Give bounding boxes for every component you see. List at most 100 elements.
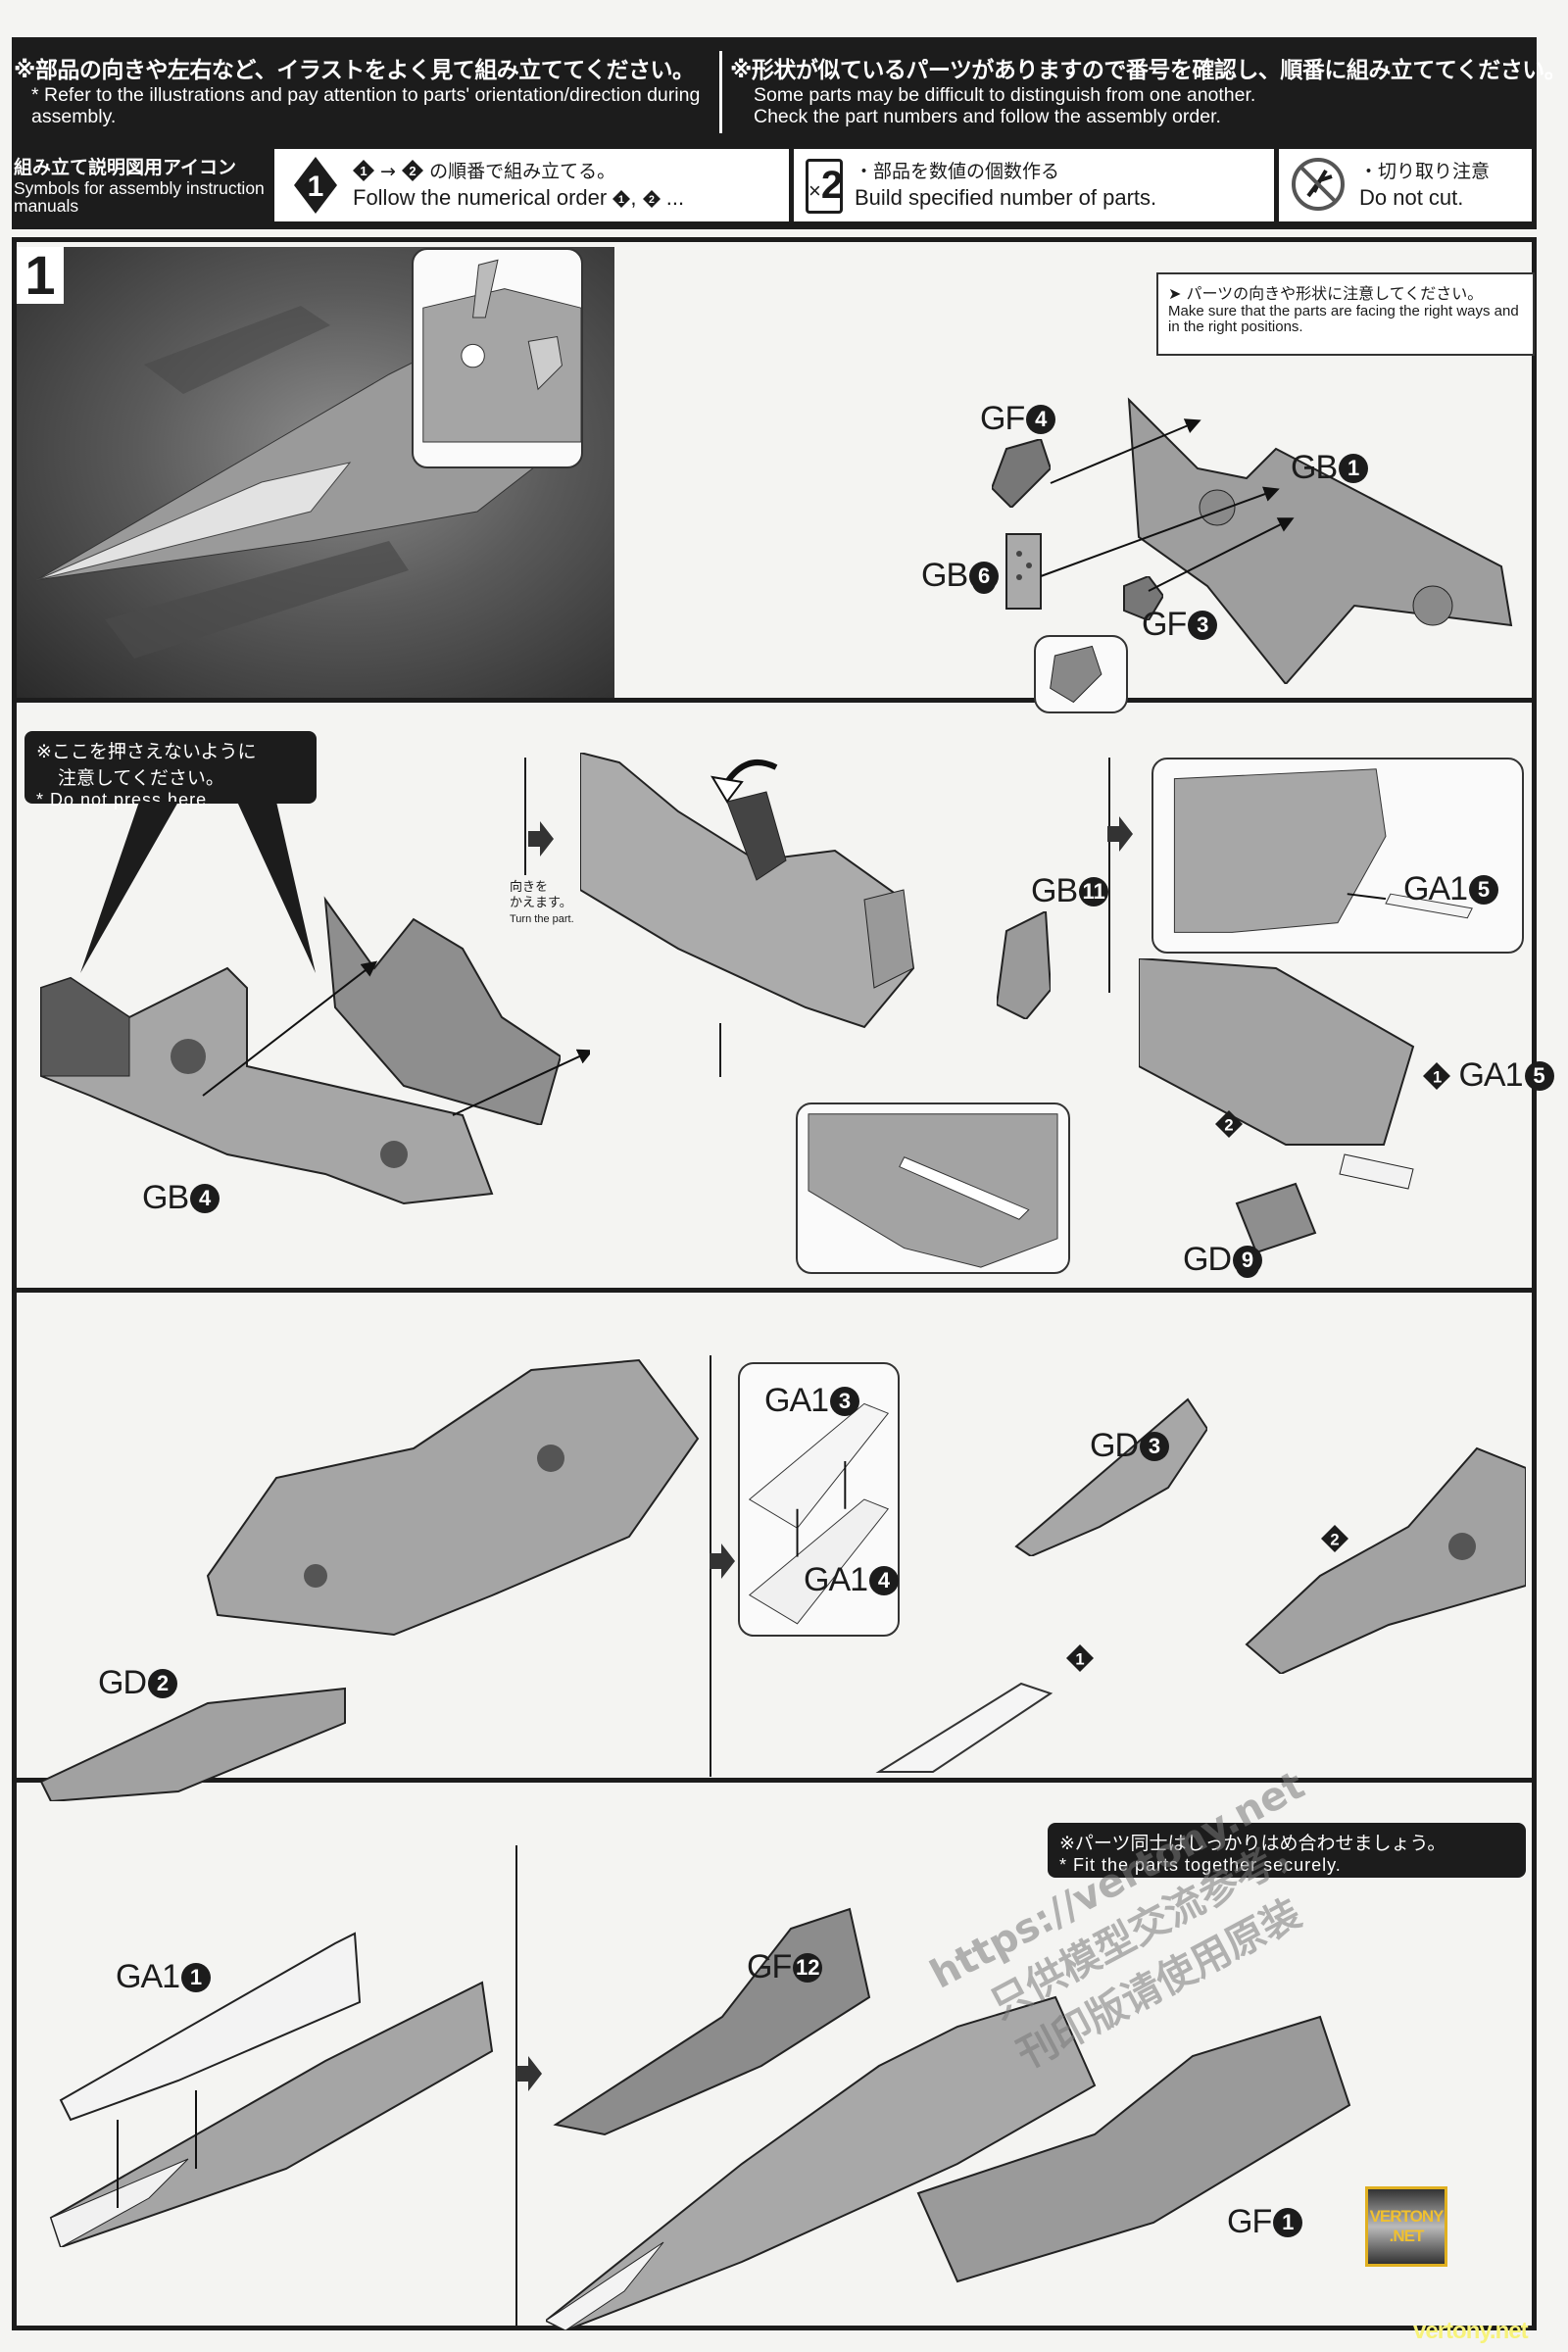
symbol-order-jp-text: の順番で組み立てる。 <box>429 161 616 182</box>
orientation-note: ➤ パーツの向きや形状に注意してください。 Make sure that the… <box>1156 272 1535 356</box>
vertony-logo: VERTONY .NET <box>1365 2186 1447 2267</box>
svg-text:1: 1 <box>360 164 367 178</box>
frame-top-line <box>12 237 1537 242</box>
symbol-order-en-text: Follow the numerical order <box>353 185 608 210</box>
ga14-assembled-illustration <box>874 1664 1070 1782</box>
orientation-warning-jp: ※部品の向きや左右など、イラストをよく見て組み立ててください。 <box>14 58 695 83</box>
symbol-multiply-en: Build specified number of parts. <box>855 185 1157 210</box>
symbols-legend: 組み立て説明図用アイコン Symbols for assembly instru… <box>12 145 1537 229</box>
svg-text:1: 1 <box>308 171 324 203</box>
logo-line-1: VERTONY <box>1369 2207 1445 2226</box>
symbol-nocut-en: Do not cut. <box>1359 185 1464 210</box>
panel-divider-1 <box>12 698 1537 703</box>
no-cut-icon <box>1292 158 1345 211</box>
symbols-legend-title: 組み立て説明図用アイコン Symbols for assembly instru… <box>14 153 270 215</box>
ga15-detail-callout <box>1152 758 1524 954</box>
turn-en: Turn the part. <box>510 913 574 925</box>
orientation-note-en: Make sure that the parts are facing the … <box>1168 303 1519 335</box>
similar-parts-warning-jp: ※形状が似ているパーツがありますので番号を確認し、順番に組み立ててください。 <box>730 58 1567 83</box>
warning-pointer <box>80 802 316 973</box>
gb11-part-illustration <box>997 911 1051 1019</box>
panel-divider-2 <box>12 1288 1537 1293</box>
turned-frame-illustration <box>580 753 1011 1056</box>
order-mark-2: 2 <box>1215 1110 1243 1138</box>
header-warning-bar: ※部品の向きや左右など、イラストをよく見て組み立ててください。 * Refer … <box>12 37 1567 145</box>
symbol-numerical-order: 1 1 → 2 の順番で組み立てる。 Follow the numerical … <box>274 149 789 221</box>
symbol-nocut-jp: ・切り取り注意 <box>1359 161 1491 182</box>
detail-callout-frame <box>412 248 583 468</box>
assembly-arrows <box>1040 418 1295 592</box>
svg-text:2: 2 <box>649 194 655 206</box>
symbol-do-not-cut: ・切り取り注意 Do not cut. <box>1279 149 1532 221</box>
symbols-title-en: Symbols for assembly instruction manuals <box>14 178 265 216</box>
order-mark-2: 2 <box>1321 1525 1348 1552</box>
arrow-right-icon: → <box>380 161 396 182</box>
gf4-part-illustration <box>992 439 1051 508</box>
gf3-detail-callout <box>1034 635 1128 713</box>
symbol-order-jp: 1 → 2 の順番で組み立てる。 <box>353 157 684 183</box>
diamond-1-icon: 1 <box>612 190 631 208</box>
panel2-arrows <box>202 960 590 1116</box>
fit-securely-note: ※パーツ同士はしっかりはめ合わせましょう。 * Fit the parts to… <box>1048 1823 1526 1878</box>
symbol-nocut-text: ・切り取り注意 Do not cut. <box>1359 157 1490 211</box>
turn-part-note: 向きを かえます。 Turn the part. <box>510 880 574 927</box>
gb4-frame-illustration <box>31 880 502 1233</box>
svg-text:1: 1 <box>1075 1649 1084 1668</box>
fit-securely-en: * Fit the parts together securely. <box>1059 1855 1342 1875</box>
flow-divider-4 <box>515 1845 517 2326</box>
flow-divider-2 <box>1108 758 1110 993</box>
order-mark-1: 1 <box>1066 1644 1094 1672</box>
attention-arrow-icon: ➤ <box>1168 284 1187 303</box>
turn-jp-2: かえます。 <box>510 896 572 910</box>
svg-text:2: 2 <box>1330 1530 1339 1548</box>
symbol-multiply-text: ・部品を数値の個数作る Build specified number of pa… <box>855 157 1156 211</box>
frame-front-illustration <box>1242 1429 1526 1674</box>
header-divider <box>719 51 722 133</box>
do-not-press-warning: ※ここを押さえないように 注意してください。 * Do not press he… <box>24 731 317 809</box>
similar-parts-warning-en-1: Some parts may be difficult to distingui… <box>754 84 1256 106</box>
symbols-title-jp: 組み立て説明図用アイコン <box>14 157 237 178</box>
ga11-nose-illustration <box>31 1924 502 2247</box>
svg-text:1: 1 <box>618 194 624 206</box>
similar-parts-warning: ※形状が似ているパーツがありますので番号を確認し、順番に組み立ててください。 S… <box>730 51 1567 127</box>
gb1-frame-illustration <box>1109 390 1521 684</box>
flow-arrow-icon <box>710 1544 735 1579</box>
gf3-part-illustration <box>1119 576 1163 620</box>
gd2-part-illustration <box>31 1684 355 1801</box>
gb1-frame-upper-illustration <box>306 890 561 1125</box>
logo-line-2: .NET <box>1389 2227 1425 2245</box>
x2-icon-x: × <box>808 178 821 203</box>
orientation-warning-en: * Refer to the illustrations and pay att… <box>31 84 701 127</box>
corner-watermark: vertony.net <box>1413 2318 1529 2344</box>
frame-with-gd2-illustration <box>198 1341 708 1654</box>
diamond-2-icon: 2 <box>642 190 661 208</box>
symbol-order-en: Follow the numerical order 1, 2 ... <box>353 185 685 210</box>
x2-icon: ×2 <box>806 159 843 214</box>
flow-arrow-icon <box>1107 816 1133 852</box>
symbol-order-text: 1 → 2 の順番で組み立てる。 Follow the numerical or… <box>353 157 684 211</box>
final-assembly-illustration <box>546 1870 1408 2330</box>
diamond-2-icon: 2 <box>402 160 424 181</box>
do-not-press-jp-2: 注意してください。 <box>58 767 224 789</box>
flow-arrow-icon <box>516 2056 542 2091</box>
similar-parts-warning-en-2: Check the part numbers and follow the as… <box>754 106 1221 127</box>
svg-text:1: 1 <box>1433 1067 1442 1086</box>
order-mark-1: 1 <box>1423 1062 1450 1090</box>
gd3-part-illustration <box>1011 1390 1207 1556</box>
svg-text:2: 2 <box>409 164 416 178</box>
detail-frame-illustration <box>422 259 582 443</box>
